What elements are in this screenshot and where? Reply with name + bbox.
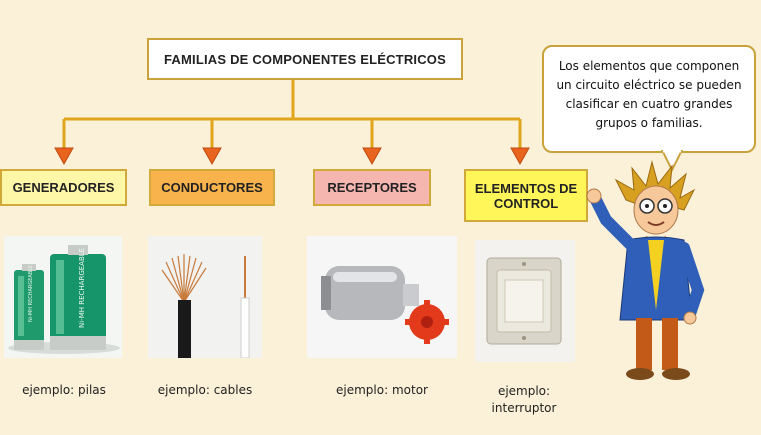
- arrow-receptores: [362, 147, 382, 166]
- category-elementos-control-label: ELEMENTOS DE CONTROL: [474, 180, 578, 211]
- arrow-generadores: [54, 147, 74, 166]
- arrow-control: [510, 147, 530, 166]
- motor-photo: [307, 236, 457, 358]
- example-cables: ejemplo: cables: [157, 383, 253, 397]
- battery-large-label: Ni-MH RECHARGEABLE: [78, 248, 86, 328]
- battery-small-label: Ni-MH RECHARGEABLE: [28, 265, 34, 322]
- example-motor: ejemplo: motor: [336, 383, 428, 397]
- diagram-title: FAMILIAS DE COMPONENTES ELÉCTRICOS: [147, 38, 463, 80]
- speech-bubble: Los elementos que componen un circuito e…: [542, 45, 756, 153]
- speech-bubble-tail: [660, 150, 684, 172]
- category-generadores: GENERADORES: [0, 169, 127, 206]
- cable-icon: [148, 236, 262, 358]
- category-elementos-control: ELEMENTOS DE CONTROL: [464, 169, 588, 222]
- battery-icon: Ni-MH RECHARGEABLE Ni-MH RECHARGEABLE: [4, 236, 122, 358]
- example-pilas: ejemplo: pilas: [22, 383, 106, 397]
- switch-icon: [475, 240, 575, 362]
- speech-text: Los elementos que componen un circuito e…: [556, 59, 742, 130]
- cables-photo: [148, 236, 262, 358]
- category-conductores: CONDUCTORES: [149, 169, 275, 206]
- professor-character: [586, 160, 705, 380]
- switch-photo: [475, 240, 575, 362]
- example-interruptor: ejemplo: interruptor: [491, 384, 557, 415]
- arrow-conductores: [202, 147, 222, 166]
- category-receptores: RECEPTORES: [313, 169, 431, 206]
- motor-icon: [307, 236, 457, 358]
- batteries-photo: Ni-MH RECHARGEABLE Ni-MH RECHARGEABLE: [4, 236, 122, 358]
